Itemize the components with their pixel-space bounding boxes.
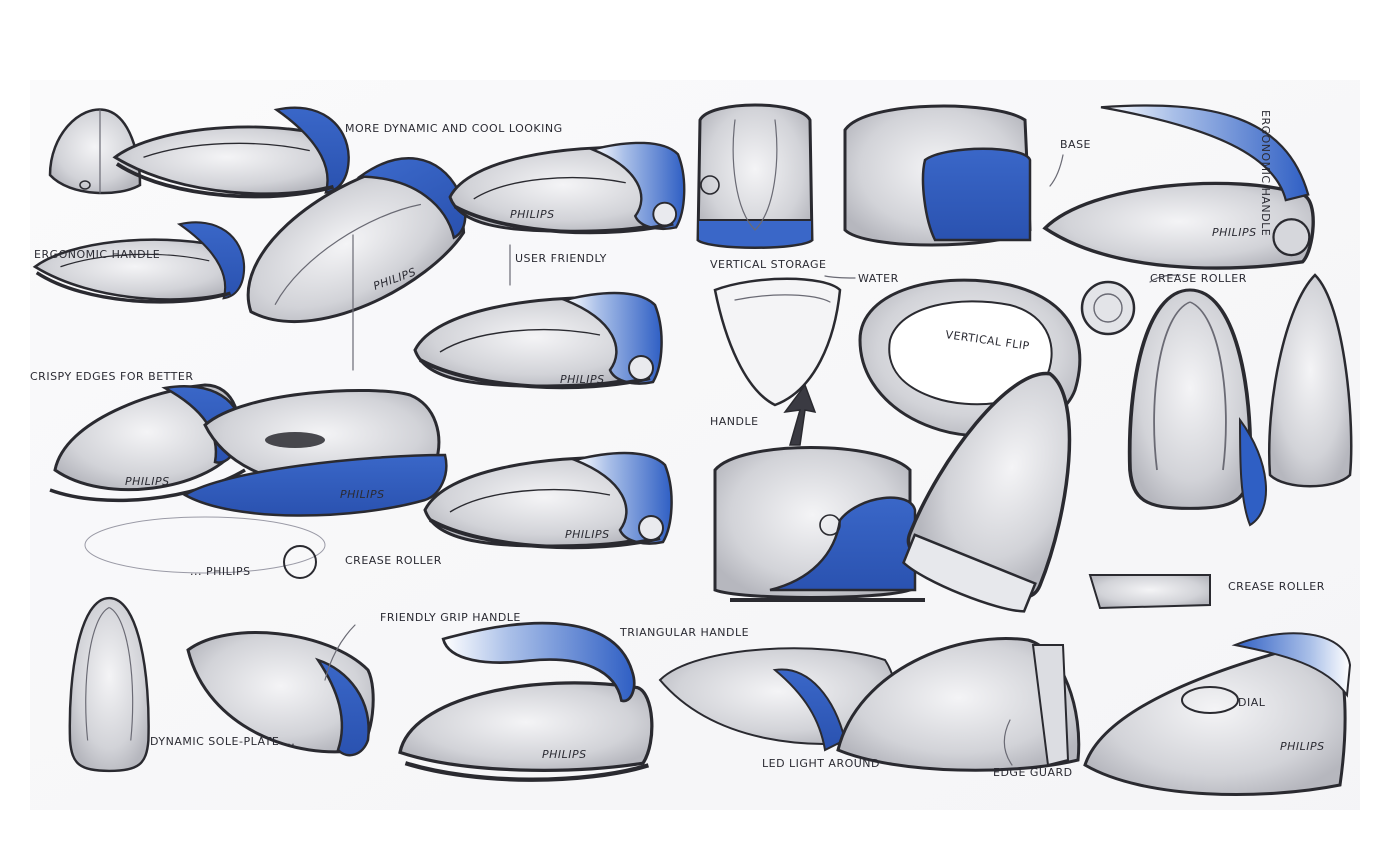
iron-sketch-vertical-storage [696,103,814,249]
annotation-triangular-handle: TRIANGULAR HANDLE [619,626,749,639]
annotation-water: WATER [858,272,899,285]
iron-sketch-water-tank [713,277,842,407]
annotation-philips: ... PHILIPS [190,565,251,578]
annotation-led-light: LED LIGHT AROUND [762,757,880,770]
brand-label-4: PHILIPS [510,208,555,221]
iron-sketch-back-view [48,108,142,195]
annotation-edge-guard: EDGE GUARD [993,766,1073,779]
brand-label-3: PHILIPS [340,488,385,501]
arrow-up-icon [783,383,817,446]
iron-sketch-bottom-3 [658,647,897,752]
annotation-more-dynamic: MORE DYNAMIC AND COOL LOOKING [345,122,563,135]
iron-sketch-blue-base [182,388,448,517]
annotation-handle: HANDLE [710,415,759,428]
annotation-philips-bottom: PHILIPS [1280,740,1325,753]
base-ellipse-sketch [84,516,326,574]
iron-sketch-base [843,104,1032,247]
iron-sketch-in-base [713,446,925,602]
iron-sketch-upright-1 [902,371,1072,613]
brand-label-8: PHILIPS [542,748,587,761]
annotation-user-friendly: USER FRIENDLY [515,252,607,265]
iron-sketch-bottom-5 [1083,632,1352,797]
crease-roller-right-icon [1080,280,1136,336]
iron-sketch-crease-roller [1088,574,1211,610]
brand-label-2: PHILIPS [125,475,170,488]
annotation-crease-roller-2: CREASE ROLLER [1150,272,1247,285]
brand-label-6: PHILIPS [565,528,610,541]
annotation-base: BASE [1060,138,1091,151]
annotation-crispy-edges: CRISPY EDGES FOR BETTER [30,370,194,383]
iron-sketch-bottom-2 [398,621,654,782]
annotation-ergonomic-right: ERGONOMIC HANDLE [1259,110,1272,236]
iron-sketch-top-right [1042,104,1315,270]
annotation-crease-roller-3: CREASE ROLLER [1228,580,1325,593]
annotation-crease-roller-1: CREASE ROLLER [345,554,442,567]
iron-sketch-tilted [246,157,467,323]
annotation-ergonomic-handle: ERGONOMIC HANDLE [34,248,160,261]
crease-roller-icon [283,545,317,579]
iron-sketch-bottom-4 [836,637,1081,772]
iron-sketch-bottom-1 [186,631,375,757]
iron-sketch-upright-3 [1268,273,1353,488]
annotation-dynamic-soleplate: DYNAMIC SOLE-PLATE ... [150,735,295,748]
annotation-friendly-grip: FRIENDLY GRIP HANDLE [380,611,521,624]
annotation-dial: DIAL [1238,696,1266,709]
brand-label-7: PHILIPS [1212,226,1257,239]
brand-label-5: PHILIPS [560,373,605,386]
annotation-vertical-storage: VERTICAL STORAGE [710,258,826,271]
